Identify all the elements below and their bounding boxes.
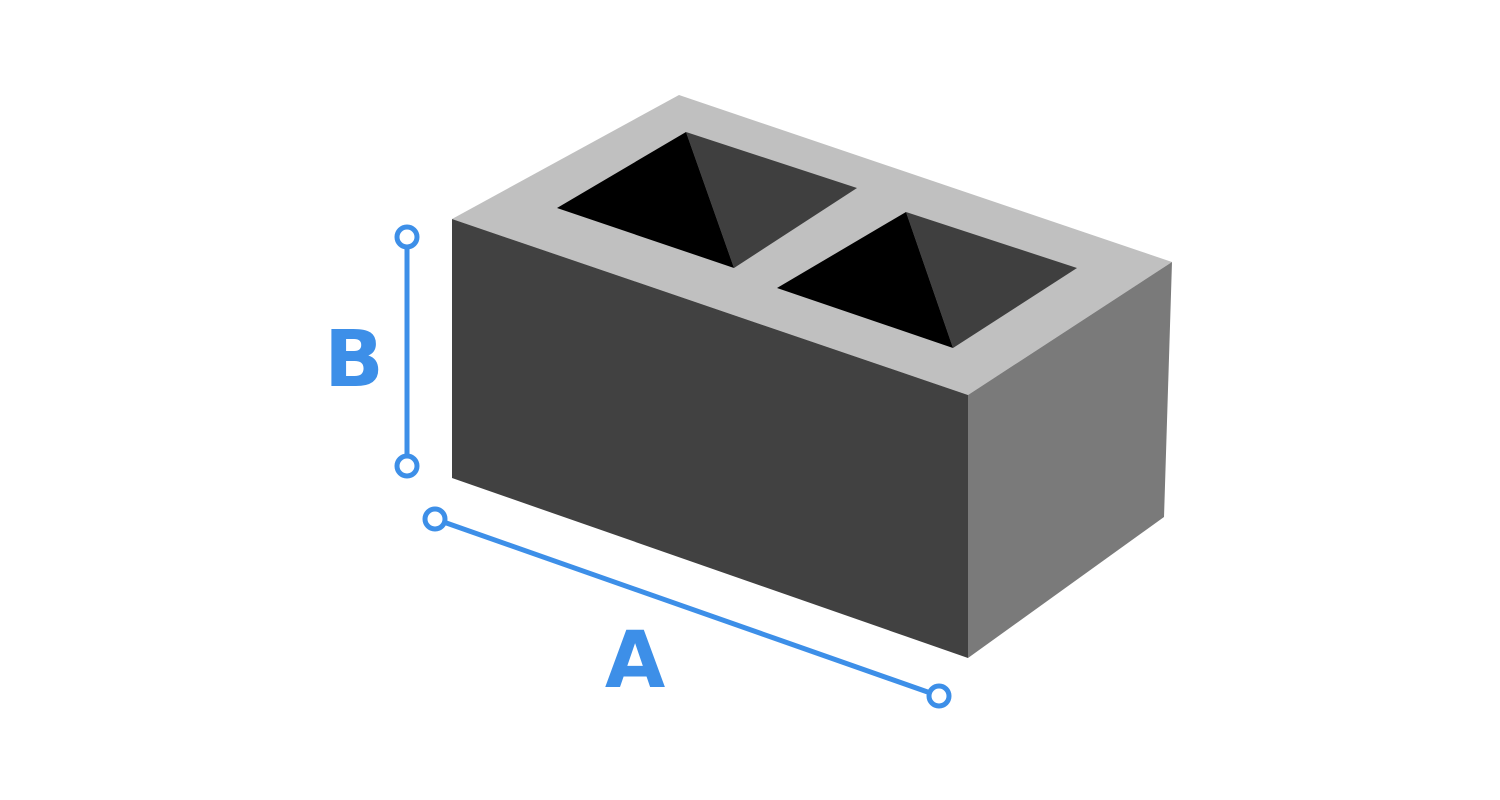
dimension-b: B bbox=[324, 224, 420, 479]
dimension-a-label: A bbox=[605, 616, 665, 706]
cavity-left-wall bbox=[686, 132, 857, 268]
cavity-right-shadow bbox=[777, 212, 953, 348]
block-side-face bbox=[968, 262, 1172, 658]
dimension-b-endpoint-top bbox=[394, 224, 420, 250]
dimension-a-endpoint-left bbox=[422, 506, 448, 532]
cavity-left-shadow bbox=[557, 132, 734, 268]
dimension-b-endpoint-bottom bbox=[394, 453, 420, 479]
block-front-face bbox=[452, 219, 968, 658]
dimension-b-label: B bbox=[324, 315, 383, 405]
dimension-a-endpoint-right bbox=[926, 683, 952, 709]
dimension-a-line bbox=[434, 516, 940, 699]
cavity-right-wall bbox=[906, 212, 1077, 348]
block-cavity-left bbox=[557, 132, 857, 268]
concrete-block bbox=[452, 95, 1172, 658]
dimension-a: A bbox=[422, 506, 952, 709]
block-cavity-right bbox=[777, 212, 1077, 348]
